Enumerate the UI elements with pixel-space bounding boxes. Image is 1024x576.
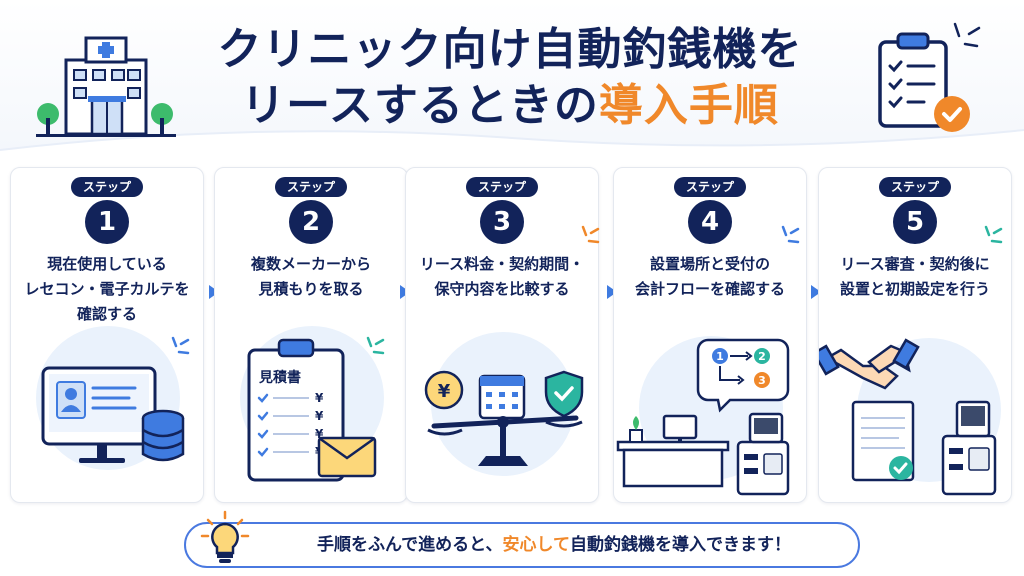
title-accent: 導入手順: [598, 80, 779, 131]
sparkle-icon: [366, 336, 385, 355]
sparkle-icon: [781, 225, 800, 244]
change-machine-icon: [941, 400, 997, 496]
currency-symbol: ¥: [315, 427, 324, 441]
flow-node: 2: [758, 350, 766, 363]
step-text-line: 設置場所と受付の: [649, 255, 770, 273]
step-text-line: 現在使用している: [47, 255, 167, 273]
step-text-line: 保守内容を比較する: [434, 280, 570, 298]
step-description: 設置場所と受付の 会計フローを確認する: [618, 252, 802, 302]
step-number: 2: [289, 200, 333, 244]
currency-symbol: ¥: [315, 391, 324, 405]
step-badge: ステップ: [673, 177, 747, 197]
step-card-1: ステップ 1 現在使用している レセコン・電子カルテを 確認する: [10, 167, 204, 503]
step-card-5: ステップ 5 リース審査・契約後に 設置と初期設定を行う: [818, 167, 1012, 503]
title-line-1: クリニック向け自動釣銭機を: [217, 24, 803, 75]
step-badge: ステップ: [274, 177, 348, 197]
sparkle-icon: [171, 336, 190, 355]
scale-icon: ¥: [424, 332, 584, 476]
step-text-line: リース料金・契約期間・: [419, 255, 585, 273]
envelope-icon: [317, 436, 377, 478]
change-machine-icon: [736, 412, 790, 496]
yen-coin-icon: ¥: [438, 381, 451, 402]
step-badge: ステップ: [70, 177, 144, 197]
summary-highlight: 安心して: [502, 535, 570, 555]
next-step-arrow-icon: [811, 285, 821, 299]
step-badge: ステップ: [878, 177, 952, 197]
computer-monitor-icon: [36, 326, 185, 470]
title-line-2-prefix: リースするときの: [241, 80, 599, 131]
step-card-3: ステップ 3 リース料金・契約期間・ 保守内容を比較する ¥: [405, 167, 599, 503]
summary-banner: 手順をふんで進めると、安心して自動釣銭機を導入できます！: [184, 510, 860, 568]
handshake-icon: [819, 338, 1001, 496]
next-step-arrow-icon: [607, 285, 617, 299]
database-icon: [141, 409, 185, 462]
flow-node: 3: [758, 374, 766, 387]
hero-background: [0, 0, 1024, 150]
lightbulb-icon: [200, 510, 250, 563]
step-description: 複数メーカーから 見積もりを取る: [219, 252, 403, 302]
shield-check-icon: [544, 370, 584, 418]
title-line-2: リースするときの導入手順: [200, 78, 820, 134]
step-text-line: リース審査・契約後に: [840, 255, 990, 273]
estimate-clipboard-icon: 見積書 ¥ ¥ ¥ ¥: [240, 326, 384, 482]
step-description: リース審査・契約後に 設置と初期設定を行う: [823, 252, 1007, 302]
step-number: 5: [893, 200, 937, 244]
flow-node: 1: [716, 350, 724, 363]
flow-bubble: 1 2 3: [696, 338, 790, 413]
step-text-line: 見積もりを取る: [258, 280, 364, 298]
checklist-clipboard-icon: [878, 32, 970, 132]
sparkle-icon: [953, 22, 981, 48]
currency-symbol: ¥: [315, 409, 324, 423]
summary-suffix: 自動釣銭機を導入できます！: [569, 535, 791, 555]
calendar-icon: [478, 374, 526, 420]
step-text-line: 複数メーカーから: [250, 255, 371, 273]
summary-text: 手順をふんで進めると、安心して自動釣銭機を導入できます！: [260, 524, 848, 566]
sparkle-icon: [581, 225, 600, 244]
step-text-line: 確認する: [76, 305, 137, 323]
contract-document-icon: [851, 400, 915, 482]
step-text-line: 会計フローを確認する: [634, 280, 785, 298]
hospital-icon: [36, 36, 176, 137]
step-number: 1: [85, 200, 129, 244]
step-description: リース料金・契約期間・ 保守内容を比較する: [410, 252, 594, 302]
reception-desk-icon: 1 2 3: [616, 336, 790, 496]
step-description: 現在使用している レセコン・電子カルテを 確認する: [15, 252, 199, 327]
step-text-line: レセコン・電子カルテを: [24, 280, 190, 298]
step-text-line: 設置と初期設定を行う: [839, 280, 990, 298]
step-badge: ステップ: [465, 177, 539, 197]
page-title: クリニック向け自動釣銭機を リースするときの導入手順: [200, 22, 820, 134]
step-number: 3: [480, 200, 524, 244]
step-card-2: ステップ 2 複数メーカーから 見積もりを取る 見積書 ¥ ¥ ¥ ¥: [214, 167, 408, 503]
estimate-title: 見積書: [258, 369, 301, 386]
step-card-4: ステップ 4 設置場所と受付の 会計フローを確認する 1 2 3: [613, 167, 807, 503]
sparkle-icon: [984, 225, 1003, 244]
step-number: 4: [688, 200, 732, 244]
summary-prefix: 手順をふんで進めると、: [317, 535, 503, 555]
